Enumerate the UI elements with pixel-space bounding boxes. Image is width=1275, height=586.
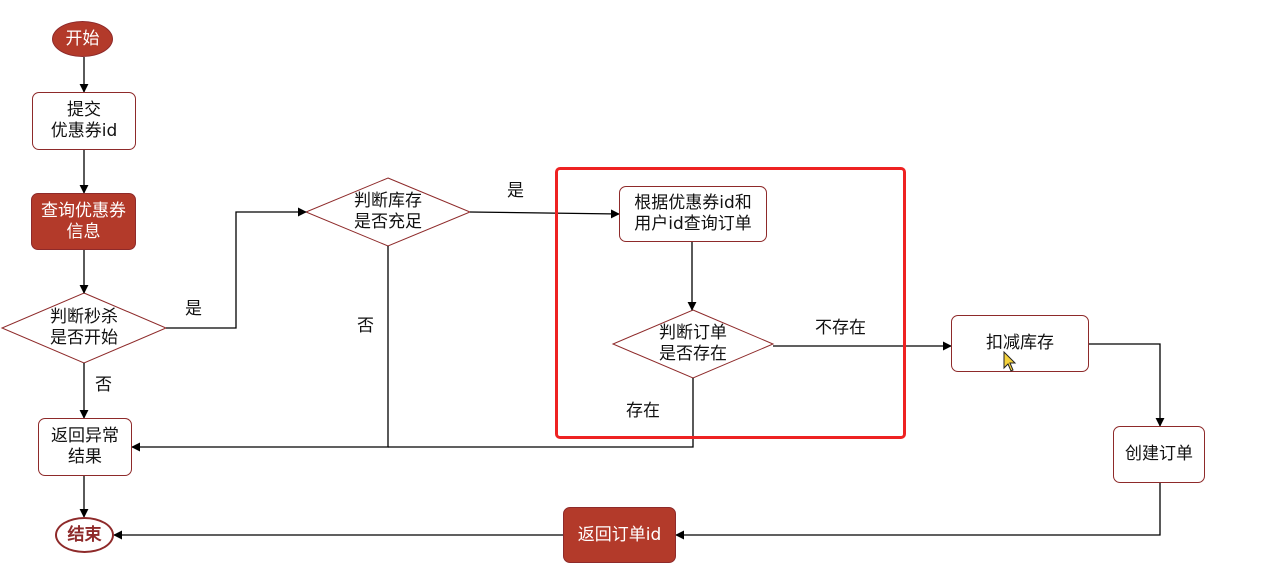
query-coupon-line-1: 查询优惠券 (41, 200, 126, 221)
query-coupon-line-2: 信息 (66, 221, 101, 242)
edge-order-exist (388, 378, 694, 448)
query-order-line-1: 根据优惠券id和 (634, 193, 752, 213)
edge-stock-no (131, 246, 389, 452)
query-coupon-node: 查询优惠券 信息 (31, 193, 136, 250)
label-seckill-yes: 是 (185, 299, 202, 319)
return-error-line-1: 返回异常 (51, 426, 119, 446)
query-order-node: 根据优惠券id和 用户id查询订单 (619, 186, 767, 242)
label-order-exist: 存在 (626, 401, 660, 421)
start-label: 开始 (65, 28, 100, 49)
check-seckill-text: 判断秒杀 是否开始 (24, 307, 144, 349)
query-order-line-2: 用户id查询订单 (634, 214, 752, 234)
return-order-id-node: 返回订单id (563, 507, 676, 563)
end-label: 结束 (67, 524, 102, 545)
highlight-frame (555, 167, 906, 439)
check-seckill-line-1: 判断秒杀 (50, 307, 118, 327)
label-stock-no: 否 (357, 316, 374, 336)
label-seckill-no: 否 (95, 375, 112, 395)
check-order-line-2: 是否存在 (659, 344, 727, 364)
mouse-pointer-icon (1003, 351, 1017, 372)
submit-node: 提交 优惠券id (32, 92, 136, 150)
check-order-text: 判断订单 是否存在 (633, 323, 753, 365)
return-error-line-2: 结果 (68, 447, 102, 467)
edge-deduct-to-create (1089, 343, 1165, 427)
create-order-node: 创建订单 (1113, 426, 1205, 483)
deduct-stock-node: 扣减库存 (951, 315, 1089, 372)
edge-create-to-return (675, 483, 1161, 540)
submit-line-2: 优惠券id (50, 121, 118, 141)
check-stock-line-2: 是否充足 (354, 212, 422, 232)
check-stock-line-1: 判断库存 (354, 191, 422, 211)
edge-seckill-yes (166, 207, 307, 329)
deduct-stock-label: 扣减库存 (986, 333, 1054, 353)
return-error-node: 返回异常 结果 (38, 418, 132, 476)
check-order-line-1: 判断订单 (659, 323, 727, 343)
edge-stock-yes (469, 209, 620, 219)
return-order-id-label: 返回订单id (577, 524, 662, 545)
label-order-not-exist: 不存在 (815, 318, 866, 338)
start-node: 开始 (52, 21, 113, 57)
label-stock-yes: 是 (507, 181, 524, 201)
check-seckill-line-2: 是否开始 (50, 328, 118, 348)
create-order-label: 创建订单 (1125, 444, 1193, 464)
check-stock-text: 判断库存 是否充足 (328, 191, 448, 233)
end-node: 结束 (55, 517, 114, 553)
submit-line-1: 提交 (67, 100, 101, 120)
